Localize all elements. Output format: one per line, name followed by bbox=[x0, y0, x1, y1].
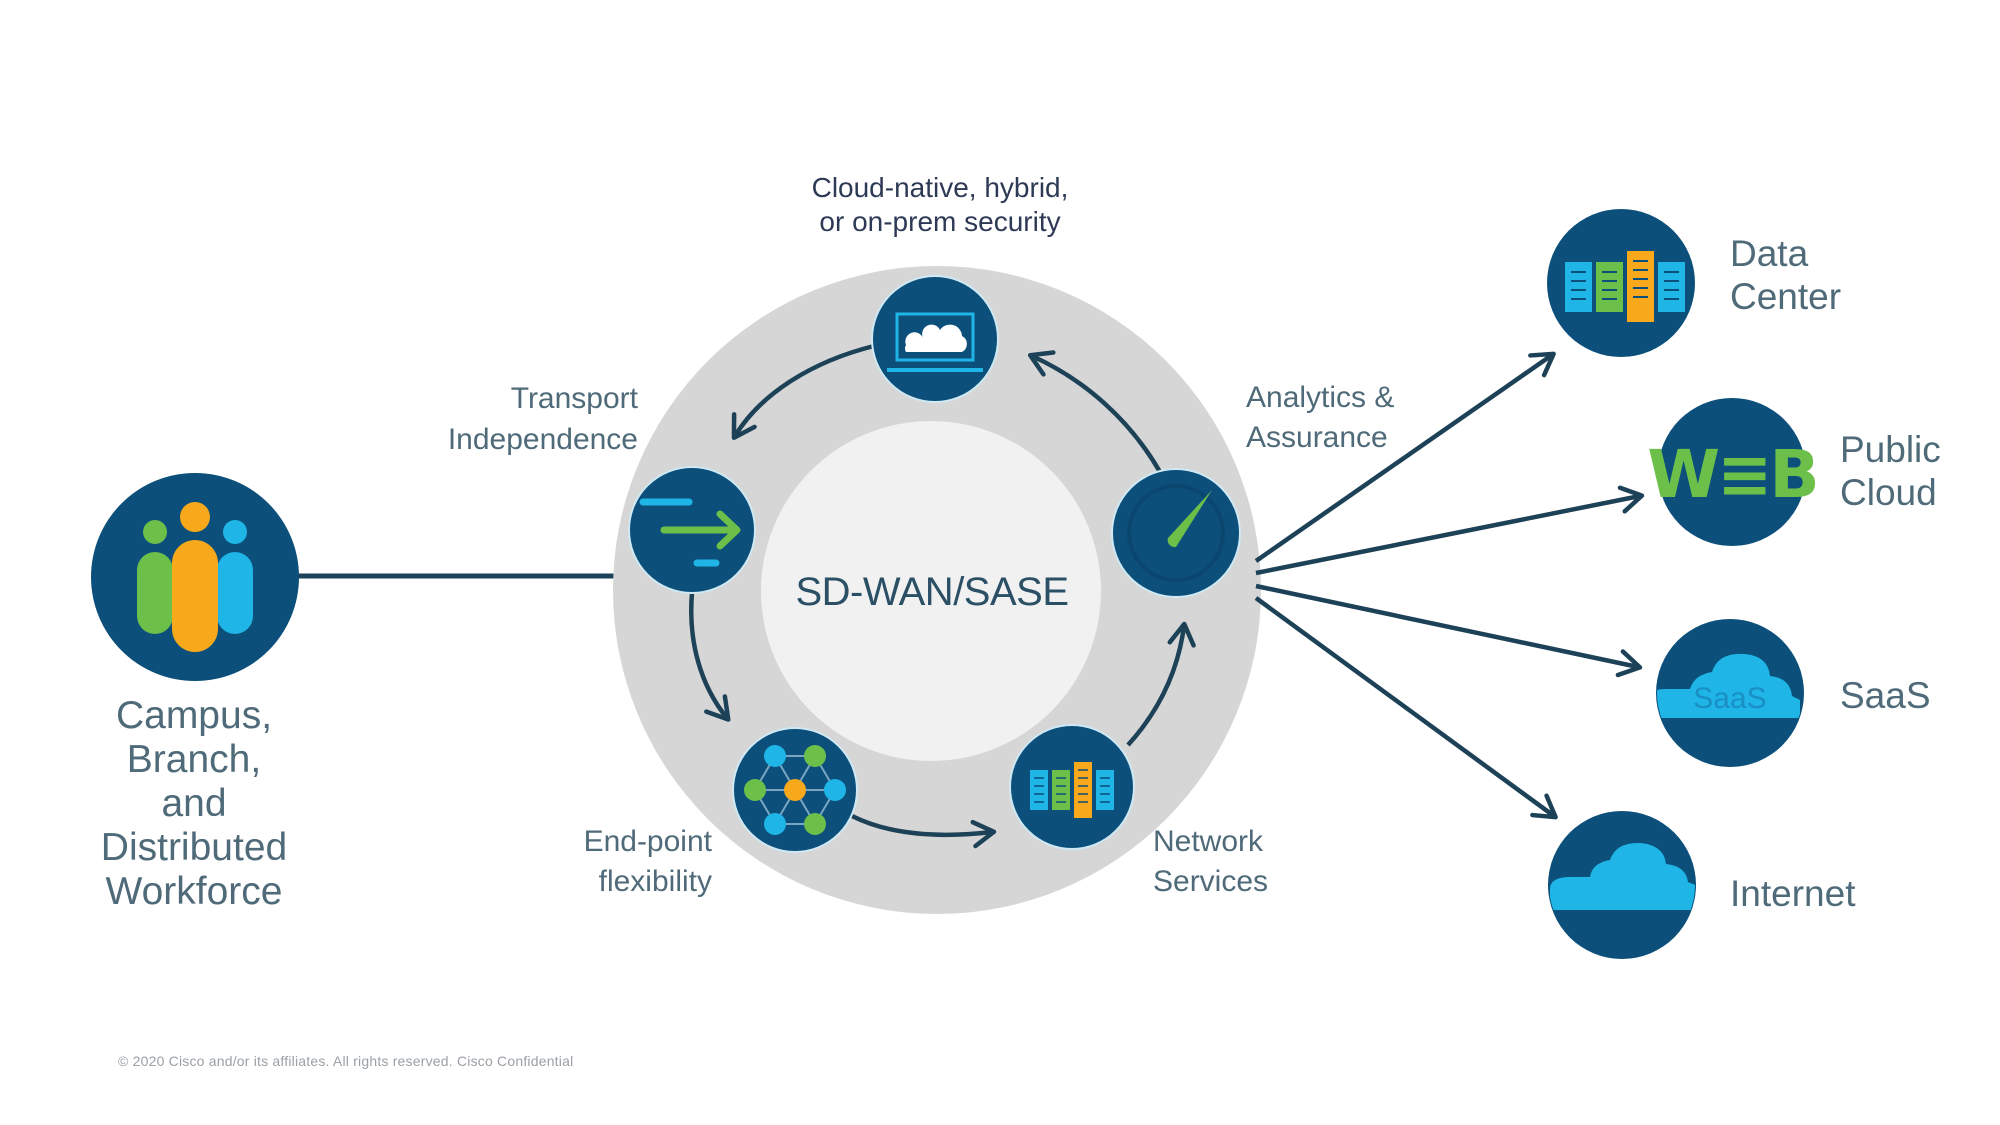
arrow-analytics-to-security bbox=[1027, 350, 1162, 474]
public-cloud-circle bbox=[1658, 398, 1806, 546]
arrow-to-internet bbox=[1254, 596, 1558, 820]
saas-node[interactable]: SaaS bbox=[1650, 619, 1804, 767]
arrow-security-to-transport bbox=[731, 343, 875, 440]
network-services-circle bbox=[1009, 724, 1135, 850]
arrow-endpoint-to-network bbox=[850, 813, 997, 849]
server-racks-icon bbox=[1565, 251, 1685, 322]
endpoint-node[interactable] bbox=[732, 727, 858, 853]
workforce-label: Campus, Branch, and Distributed Workforc… bbox=[100, 694, 288, 913]
public-cloud-label: Public Cloud bbox=[1840, 429, 1941, 513]
web-icon: W≡B bbox=[1647, 436, 1816, 513]
arrow-network-to-analytics bbox=[1126, 621, 1196, 747]
internet-label: Internet bbox=[1730, 873, 1856, 914]
network-services-node[interactable] bbox=[1009, 724, 1135, 850]
transport-node[interactable] bbox=[628, 466, 756, 594]
transport-label: Transport Independence bbox=[447, 382, 638, 456]
network-services-label: Network Services bbox=[1153, 825, 1269, 898]
analytics-label: Analytics & Assurance bbox=[1246, 381, 1395, 454]
endpoint-label: End-point flexibility bbox=[583, 825, 712, 898]
gauge-icon bbox=[1167, 490, 1212, 548]
people-group-icon bbox=[137, 502, 253, 652]
cycle-arrows bbox=[689, 343, 1196, 849]
destination-arrows bbox=[1254, 351, 1645, 820]
arrow-transport-to-endpoint bbox=[689, 592, 731, 722]
transport-arrows-icon bbox=[639, 498, 741, 567]
cloud-laptop-icon bbox=[887, 312, 983, 372]
copyright-footer: © 2020 Cisco and/or its affiliates. All … bbox=[118, 1053, 574, 1069]
internet-node[interactable] bbox=[1548, 811, 1698, 959]
saas-label: SaaS bbox=[1840, 675, 1931, 716]
security-node[interactable] bbox=[871, 275, 999, 403]
internet-cloud-icon bbox=[1550, 842, 1695, 910]
saas-cloud-icon bbox=[1657, 653, 1800, 718]
arrow-to-saas bbox=[1255, 583, 1643, 678]
arrow-to-public-cloud bbox=[1255, 485, 1645, 576]
arrow-to-data-center bbox=[1254, 351, 1556, 563]
security-label: Cloud-native, hybrid, or on-prem securit… bbox=[811, 172, 1069, 237]
data-center-label: Data Center bbox=[1730, 233, 1842, 317]
analytics-node[interactable] bbox=[1111, 468, 1241, 598]
saas-icon-text: SaaS bbox=[1693, 682, 1766, 715]
hub-title: SD-WAN/SASE bbox=[795, 570, 1069, 614]
data-center-node[interactable] bbox=[1547, 209, 1695, 357]
workforce-node[interactable] bbox=[91, 473, 299, 681]
server-racks-icon bbox=[1030, 762, 1114, 818]
endpoint-network-icon bbox=[744, 745, 846, 835]
hub-inner-circle bbox=[761, 421, 1101, 761]
public-cloud-node[interactable]: W≡B bbox=[1647, 398, 1820, 546]
